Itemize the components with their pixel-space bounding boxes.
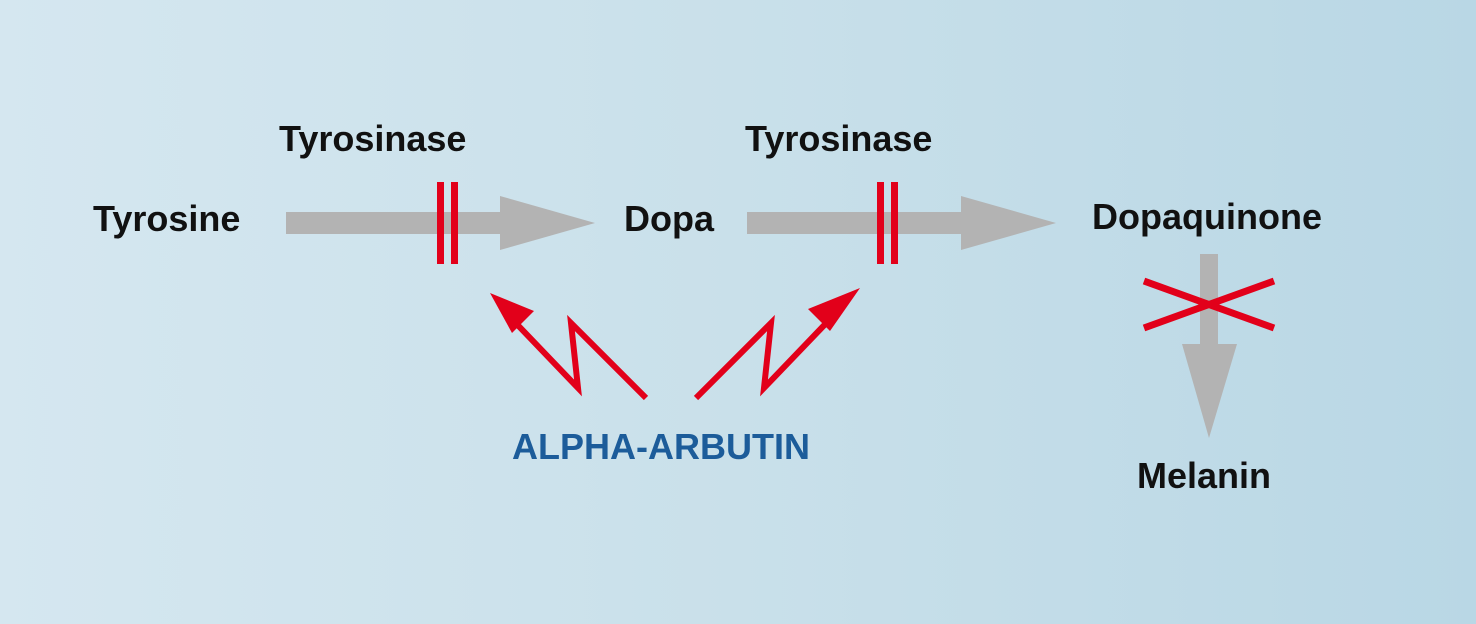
label-melanin: Melanin — [1137, 455, 1272, 496]
blocked-step-x-icon — [1142, 277, 1276, 332]
inhibition-bars-2 — [877, 182, 898, 264]
label-dopa: Dopa — [624, 198, 714, 239]
label-inhibitor: ALPHA-ARBUTIN — [512, 426, 810, 467]
label-enzyme-1: Tyrosinase — [279, 118, 467, 159]
label-enzyme-2: Tyrosinase — [745, 118, 933, 159]
inhibition-bars-1 — [437, 182, 458, 264]
label-tyrosine: Tyrosine — [93, 198, 241, 239]
lightning-arrow-left-icon — [490, 293, 649, 401]
arrow-dopaquinone-to-melanin — [1182, 254, 1237, 438]
label-dopaquinone: Dopaquinone — [1092, 196, 1322, 237]
arrow-dopa-to-dopaquinone — [747, 196, 1056, 250]
arrow-tyrosine-to-dopa — [286, 196, 595, 250]
lightning-arrow-right-icon — [693, 288, 860, 401]
